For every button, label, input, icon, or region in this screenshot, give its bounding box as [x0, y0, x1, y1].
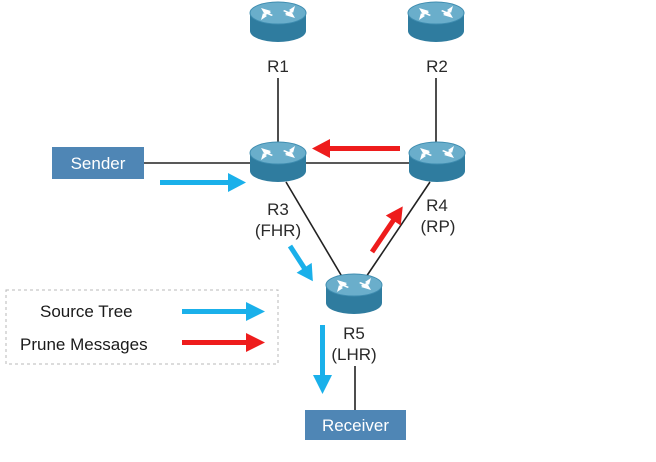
router-r4 [408, 141, 466, 183]
legend-source-tree-arrow [182, 302, 265, 321]
legend-source-tree-label: Source Tree [40, 302, 133, 321]
source-tree-arrow-r3-r5 [287, 244, 313, 282]
router-r4-role: (RP) [421, 217, 456, 236]
legend-prune-arrow [182, 333, 265, 352]
router-icon [325, 273, 383, 315]
router-icon [249, 141, 307, 183]
router-r1 [249, 1, 307, 43]
router-r3 [249, 141, 307, 183]
router-icon [407, 1, 465, 43]
sender-label: Sender [71, 154, 126, 173]
router-r3-label: R3 [267, 200, 289, 219]
router-r5-role: (LHR) [331, 345, 376, 364]
router-r3-role: (FHR) [255, 221, 301, 240]
router-r2 [407, 1, 465, 43]
prune-arrow-r5-r4 [369, 206, 403, 254]
legend-prune-messages-label: Prune Messages [20, 335, 148, 354]
link-r3-r5 [285, 181, 345, 281]
link-r4-r5 [363, 181, 431, 281]
sender-box: Sender [52, 147, 144, 179]
legend: Source Tree Prune Messages [5, 289, 279, 365]
source-tree-arrow-sender-r3 [160, 173, 246, 192]
router-r4-label: R4 [426, 196, 448, 215]
router-r1-label: R1 [267, 57, 289, 76]
router-icon [249, 1, 307, 43]
prune-arrow-r4-r3 [312, 139, 400, 158]
receiver-box: Receiver [305, 410, 406, 440]
source-tree-arrows [160, 173, 332, 394]
router-r5 [325, 273, 383, 315]
router-icon [408, 141, 466, 183]
router-r2-label: R2 [426, 57, 448, 76]
links [144, 78, 437, 412]
source-tree-arrow-r5-receiver [313, 325, 332, 394]
receiver-label: Receiver [322, 416, 389, 435]
prune-arrows [312, 139, 403, 254]
router-r5-label: R5 [343, 324, 365, 343]
legend-border [5, 289, 279, 365]
